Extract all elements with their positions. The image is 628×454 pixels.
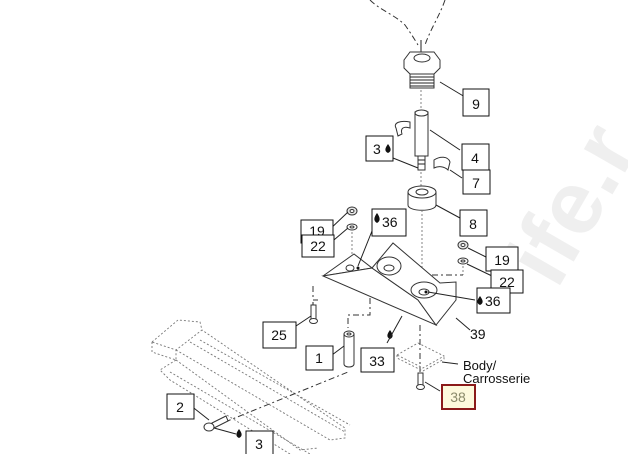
svg-text:8: 8 [469,216,477,232]
svg-text:36: 36 [382,214,398,230]
callout-25[interactable]: 25 [262,321,297,349]
part-9-hex-plug [403,51,441,89]
callout-39[interactable]: 39 [470,326,486,342]
svg-text:25: 25 [271,327,287,343]
oil-drop-icon [477,296,483,305]
part-38-screw [416,372,425,390]
oil-drop-icon [374,213,380,223]
part-39-bracket [321,242,457,327]
svg-text:3: 3 [255,436,263,452]
callout-4[interactable]: 4 [461,143,490,171]
svg-text:3: 3 [373,141,381,157]
callout-36-right[interactable]: 36 [476,287,511,314]
callout-7[interactable]: 7 [462,169,491,195]
assembly-path-top-right [424,0,446,46]
svg-text:9: 9 [472,96,480,112]
oil-drop-icon [385,144,391,153]
dash-line [224,371,349,423]
body-plate-edge [396,355,445,372]
callout-38-highlighted[interactable]: 38 [441,384,476,410]
callout-2[interactable]: 2 [166,393,195,420]
callout-22-left[interactable]: 22 [301,234,335,258]
svg-text:19: 19 [494,252,510,268]
right-nut-washer [457,240,469,275]
dash-line [347,298,371,328]
svg-text:Body/: Body/ [463,358,497,373]
callout-9[interactable]: 9 [462,88,490,117]
svg-text:7: 7 [472,175,480,191]
callout-19-right[interactable]: 19 [485,246,519,272]
svg-text:36: 36 [485,293,501,309]
svg-text:2: 2 [176,399,184,415]
callout-36-left[interactable]: 36 [371,208,407,237]
leader-lines [189,81,493,435]
dash-line [312,286,318,301]
svg-text:33: 33 [369,353,385,369]
svg-text:22: 22 [499,274,515,290]
body-label: Body/ Carrosserie [463,358,530,386]
callout-3-top[interactable]: 3 [365,135,394,162]
fork-assembly [151,319,351,454]
callout-1[interactable]: 1 [305,345,334,371]
left-nut-washer [346,206,358,262]
part-8-bushing [407,185,437,211]
oil-drop-icon [236,429,242,438]
svg-text:39: 39 [470,326,486,342]
part-25-screw [309,302,318,324]
part-2-bolt [203,415,229,432]
part-4-pin [414,109,429,171]
svg-text:38: 38 [450,389,466,405]
part-7-clip [433,156,451,171]
part-1-stud [343,330,355,368]
oil-drop-icon [387,330,393,339]
svg-text:Carrosserie: Carrosserie [463,371,530,386]
assembly-path-top [369,0,419,46]
body-plate [396,342,445,369]
svg-text:1: 1 [315,350,323,366]
svg-text:22: 22 [310,238,326,254]
callout-33[interactable]: 33 [360,347,395,373]
part-clip [394,120,411,137]
callout-3-bottom[interactable]: 3 [245,430,274,454]
callout-8[interactable]: 8 [459,209,488,237]
svg-text:4: 4 [471,150,479,166]
